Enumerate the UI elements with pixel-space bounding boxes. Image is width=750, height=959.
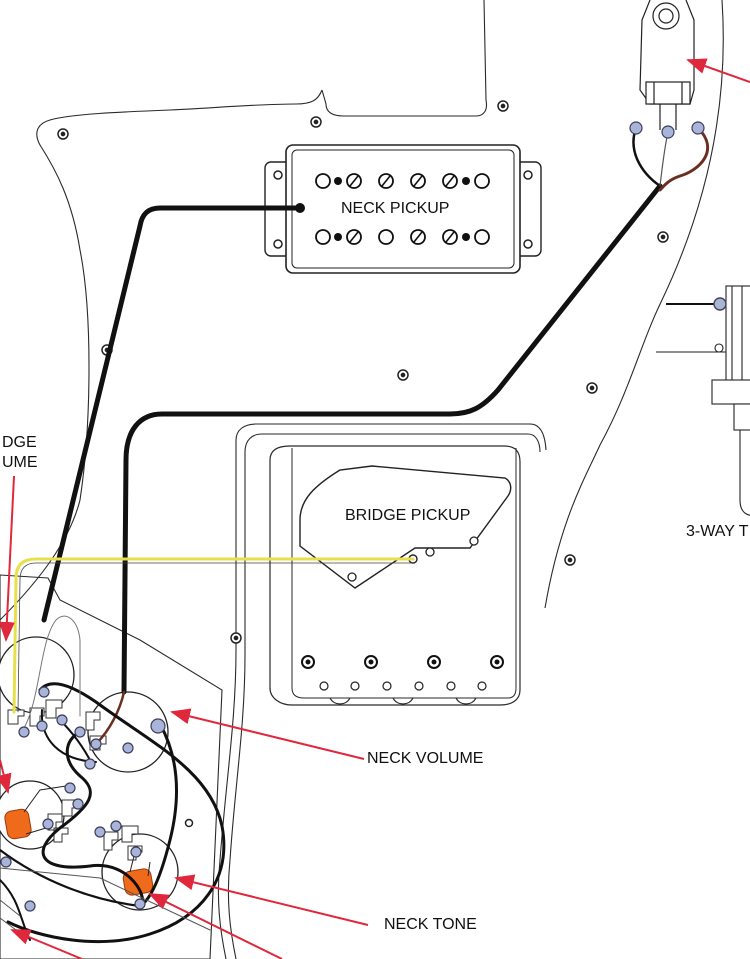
pickguard-screws <box>57 100 669 828</box>
three-way-toggle-side <box>656 285 750 516</box>
bridge-volume-label-line2: UME <box>2 454 38 471</box>
capacitors <box>4 808 154 896</box>
bridge-volume-label-line1: DGE <box>2 434 37 451</box>
neck-pickup <box>264 144 542 274</box>
three-way-toggle-label: 3-WAY T <box>686 523 749 540</box>
neck-volume-label: NECK VOLUME <box>367 750 484 767</box>
callout-arrows <box>0 58 750 959</box>
bridge-volume-pot <box>0 636 75 714</box>
wire-toggle-to-neck-volume <box>121 183 663 695</box>
wire-toggle-brown <box>658 126 710 192</box>
wire-loop-1 <box>41 730 144 908</box>
wire-neck-pickup-hot <box>41 205 303 623</box>
wire-bridge-pickup <box>12 557 415 714</box>
bridge-pickup-label: BRIDGE PICKUP <box>345 507 471 524</box>
neck-tone-label: NECK TONE <box>384 916 477 933</box>
capacitor-leads <box>23 785 151 877</box>
bridge-assembly <box>269 445 521 706</box>
control-plate <box>0 574 223 959</box>
controls <box>0 636 179 911</box>
three-way-toggle-top <box>639 0 695 130</box>
wire-ground-bus <box>6 682 226 944</box>
neck-pickup-label: NECK PICKUP <box>341 200 450 217</box>
terminals <box>0 121 705 912</box>
pickguard-outline <box>0 0 724 959</box>
